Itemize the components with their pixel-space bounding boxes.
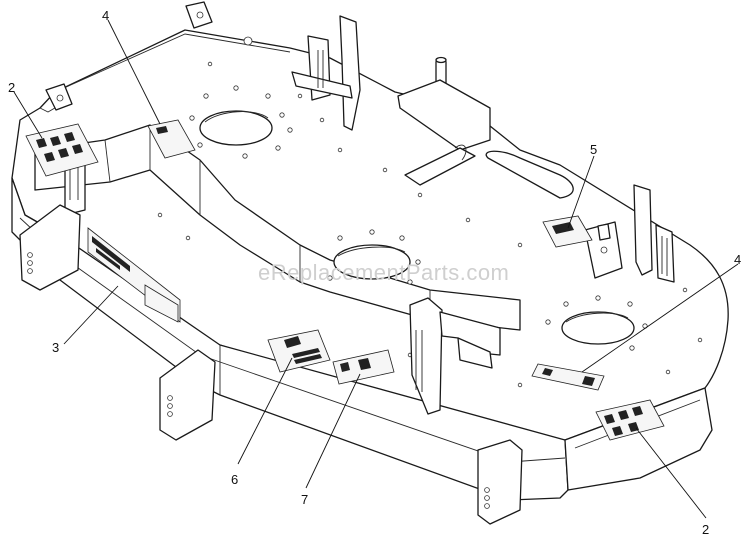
callout-5: 5 (590, 142, 597, 157)
front-center-bracket (409, 297, 501, 415)
callout-2-left: 2 (8, 80, 15, 95)
rear-pivots (45, 1, 213, 111)
rear-brackets (291, 15, 574, 199)
callout-2-right: 2 (702, 522, 709, 537)
callout-4-left: 4 (102, 8, 109, 23)
callout-3: 3 (52, 340, 59, 355)
right-brackets (584, 184, 675, 283)
blade-openings (199, 110, 635, 345)
decal-safety-notice (332, 349, 395, 385)
decal-operator-manual (267, 329, 331, 373)
watermark-text: eReplacementParts.com (258, 260, 509, 285)
callout-6: 6 (231, 472, 238, 487)
callout-4-right: 4 (734, 252, 741, 267)
leader-lines (13, 19, 739, 519)
deck-top-plate (11, 29, 729, 501)
decal-right-warning (595, 399, 665, 441)
deck-logo-decal (87, 227, 181, 323)
decal-right-height (531, 363, 605, 391)
decal-left-height (147, 119, 196, 159)
decal-belt-routing (542, 215, 593, 248)
height-adjust-brackets (19, 204, 523, 525)
callout-7: 7 (301, 492, 308, 507)
decal-left-warning (25, 123, 99, 177)
